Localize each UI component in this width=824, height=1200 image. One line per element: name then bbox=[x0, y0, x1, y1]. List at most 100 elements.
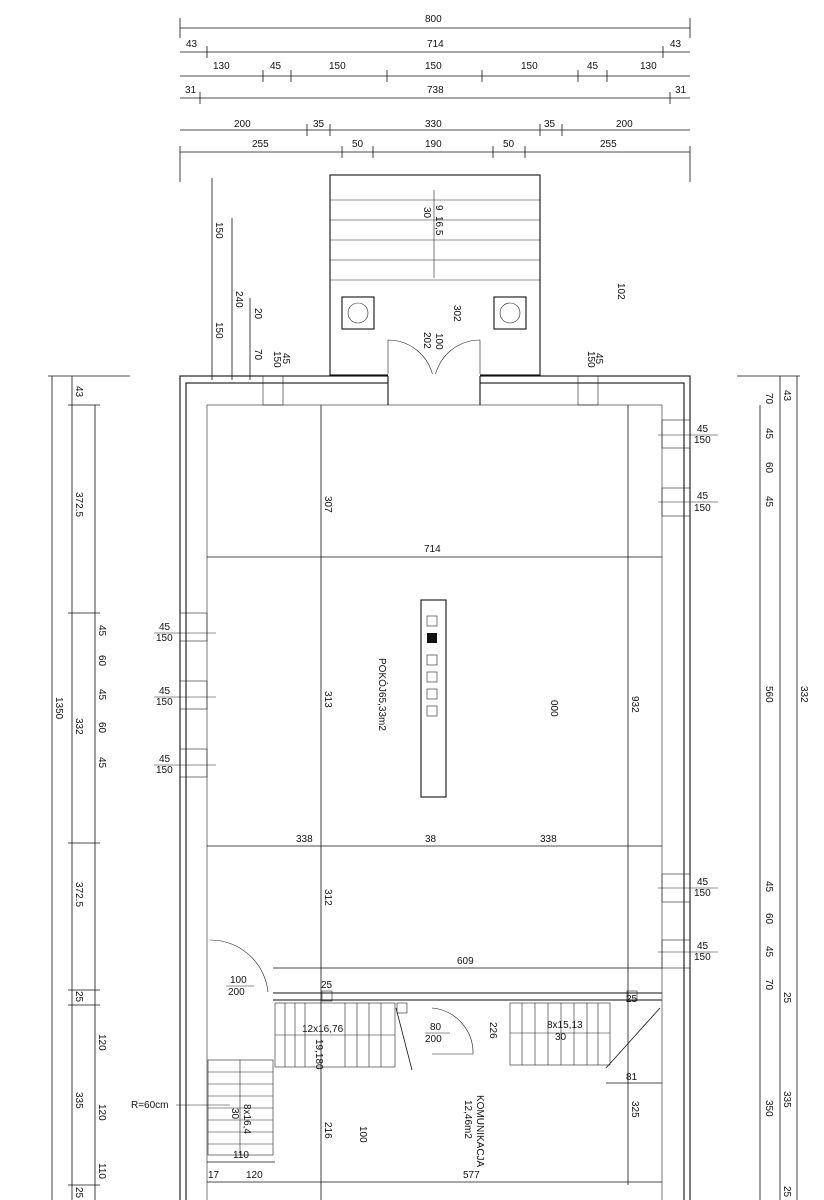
stair-b-spec: 8x15,13 bbox=[547, 1020, 583, 1031]
stair-a-spec: 12x16,76 bbox=[302, 1024, 344, 1035]
dim-h338b: 338 bbox=[540, 834, 557, 845]
right-window-2-a: 45 bbox=[697, 491, 709, 502]
right-inner-25b: 25 bbox=[781, 1186, 792, 1198]
dim-top-row5-b: 50 bbox=[352, 139, 364, 150]
dim-216: 216 bbox=[322, 1122, 333, 1139]
left-outer-dims: 1350 43 372.5 332 372.5 25 335 25 45 60 … bbox=[48, 375, 216, 1200]
right-inner-45c: 45 bbox=[763, 881, 774, 893]
dim-h338a: 338 bbox=[296, 834, 313, 845]
left-window-2-a: 45 bbox=[159, 686, 171, 697]
left-inner-120a: 120 bbox=[96, 1034, 107, 1051]
dim-25b: 25 bbox=[626, 994, 638, 1005]
right-window-3-a: 45 bbox=[697, 877, 709, 888]
entry-right-45: 45 bbox=[593, 353, 604, 365]
door-mid-swing bbox=[431, 1007, 474, 1055]
dim-325: 325 bbox=[629, 1101, 640, 1118]
level-mark-porch: 302 bbox=[451, 305, 462, 322]
entrance-porch: 9 16,5 30 100 202 302 102 bbox=[329, 174, 626, 386]
level-mark-mid: 226 bbox=[487, 1022, 498, 1039]
dim-top-row2-c: 150 bbox=[329, 61, 346, 72]
left-window-3-a: 45 bbox=[159, 754, 171, 765]
dim-top-row4-d: 35 bbox=[544, 119, 556, 130]
level-mark-comm: 100 bbox=[357, 1126, 368, 1143]
left-window-1-a: 45 bbox=[159, 622, 171, 633]
column-right bbox=[493, 296, 527, 330]
right-inner-70b: 70 bbox=[763, 979, 774, 991]
dim-v932: 932 bbox=[629, 696, 640, 713]
lower-section: 100 200 609 25 25 12x16,76 19,180 80 200… bbox=[131, 939, 662, 1183]
dim-top-row4-a: 200 bbox=[234, 119, 251, 130]
room-main-area: 65,33m2 bbox=[376, 692, 387, 731]
entry-dim-45: 45 bbox=[280, 353, 291, 365]
left-inner-45a: 45 bbox=[96, 625, 107, 637]
dim-top-row1-c: 43 bbox=[670, 39, 682, 50]
dim-top-row1-a: 43 bbox=[186, 39, 198, 50]
dim-top-row5-c: 190 bbox=[425, 139, 442, 150]
right-inner-70a: 70 bbox=[763, 393, 774, 405]
left-dim-372a: 372.5 bbox=[73, 492, 84, 517]
dim-v313: 313 bbox=[322, 691, 333, 708]
dim-v312: 312 bbox=[322, 889, 333, 906]
dim-top-row2-d: 150 bbox=[425, 61, 442, 72]
dim-bottom-577: 577 bbox=[463, 1170, 480, 1181]
left-window-1-b: 150 bbox=[156, 633, 173, 644]
chimney-block bbox=[420, 599, 447, 798]
level-mark-main: 000 bbox=[548, 700, 559, 717]
dim-bottom-17: 17 bbox=[208, 1170, 220, 1181]
right-window-4-a: 45 bbox=[697, 941, 709, 952]
dim-top-row2-a: 130 bbox=[213, 61, 230, 72]
dim-top-row2-e: 150 bbox=[521, 61, 538, 72]
right-outer-dims: 332 43 70 45 60 45 560 45 60 45 70 25 33… bbox=[658, 375, 809, 1200]
stair-c-going: 30 bbox=[229, 1108, 240, 1120]
door-wc-swing bbox=[209, 939, 269, 993]
room-main-name: POKÓJ bbox=[376, 658, 389, 692]
left-inner-45c: 45 bbox=[96, 757, 107, 769]
stair-radius: R=60cm bbox=[131, 1100, 169, 1111]
dim-top-row2-b: 45 bbox=[270, 61, 282, 72]
dim-top-row1-b: 714 bbox=[427, 39, 444, 50]
dim-top-row3-b: 738 bbox=[427, 85, 444, 96]
outer-walls bbox=[179, 374, 691, 1200]
stair-a-rise: 19,180 bbox=[313, 1039, 324, 1070]
entry-dim-150-c: 150 bbox=[271, 351, 282, 368]
dim-110: 110 bbox=[233, 1150, 249, 1161]
stair-c-spec: 8x16,4 bbox=[241, 1104, 252, 1134]
dim-h609: 609 bbox=[457, 956, 474, 967]
entry-dim-240: 240 bbox=[233, 291, 244, 308]
stair-c bbox=[207, 1059, 274, 1156]
dim-top-row3-c: 31 bbox=[675, 85, 687, 96]
right-inner-335: 335 bbox=[781, 1091, 792, 1108]
left-dim-43: 43 bbox=[73, 386, 84, 398]
right-inner-25a: 25 bbox=[781, 992, 792, 1004]
stair-top-steps: 9 bbox=[433, 205, 444, 211]
dim-81: 81 bbox=[626, 1072, 638, 1083]
right-inner-45d: 45 bbox=[763, 946, 774, 958]
room-comm-name: KOMUNIKACJA bbox=[474, 1095, 485, 1168]
right-window-2-b: 150 bbox=[694, 503, 711, 514]
stair-b-going: 30 bbox=[555, 1032, 567, 1043]
right-inner-45b: 45 bbox=[763, 496, 774, 508]
left-inner-45b: 45 bbox=[96, 689, 107, 701]
right-window-1-a: 45 bbox=[697, 424, 709, 435]
left-dim-372b: 372.5 bbox=[73, 882, 84, 907]
door-main-width: 100 bbox=[433, 333, 444, 350]
right-dim-total: 332 bbox=[798, 686, 809, 703]
right-inner-45a: 45 bbox=[763, 428, 774, 440]
level-mark-outside: 102 bbox=[615, 283, 626, 300]
left-window-2-b: 150 bbox=[156, 697, 173, 708]
dim-top-row5-d: 50 bbox=[503, 139, 515, 150]
left-inner-120b: 120 bbox=[96, 1104, 107, 1121]
left-inner-110: 110 bbox=[96, 1163, 107, 1179]
main-room: 714 307 313 312 932 338 38 338 POKÓJ 65,… bbox=[207, 405, 662, 1200]
dim-top-row5-a: 255 bbox=[252, 139, 269, 150]
left-dim-332: 332 bbox=[73, 718, 84, 735]
door-main-height: 202 bbox=[421, 332, 432, 349]
left-inner-60a: 60 bbox=[96, 655, 107, 667]
right-window-4-b: 150 bbox=[694, 952, 711, 963]
left-dim-total: 1350 bbox=[53, 697, 64, 720]
dim-top-row3-a: 31 bbox=[185, 85, 197, 96]
entry-dim-70: 70 bbox=[252, 349, 263, 361]
right-window-1-b: 150 bbox=[694, 435, 711, 446]
room-comm-area: 12,46m2 bbox=[462, 1100, 473, 1139]
